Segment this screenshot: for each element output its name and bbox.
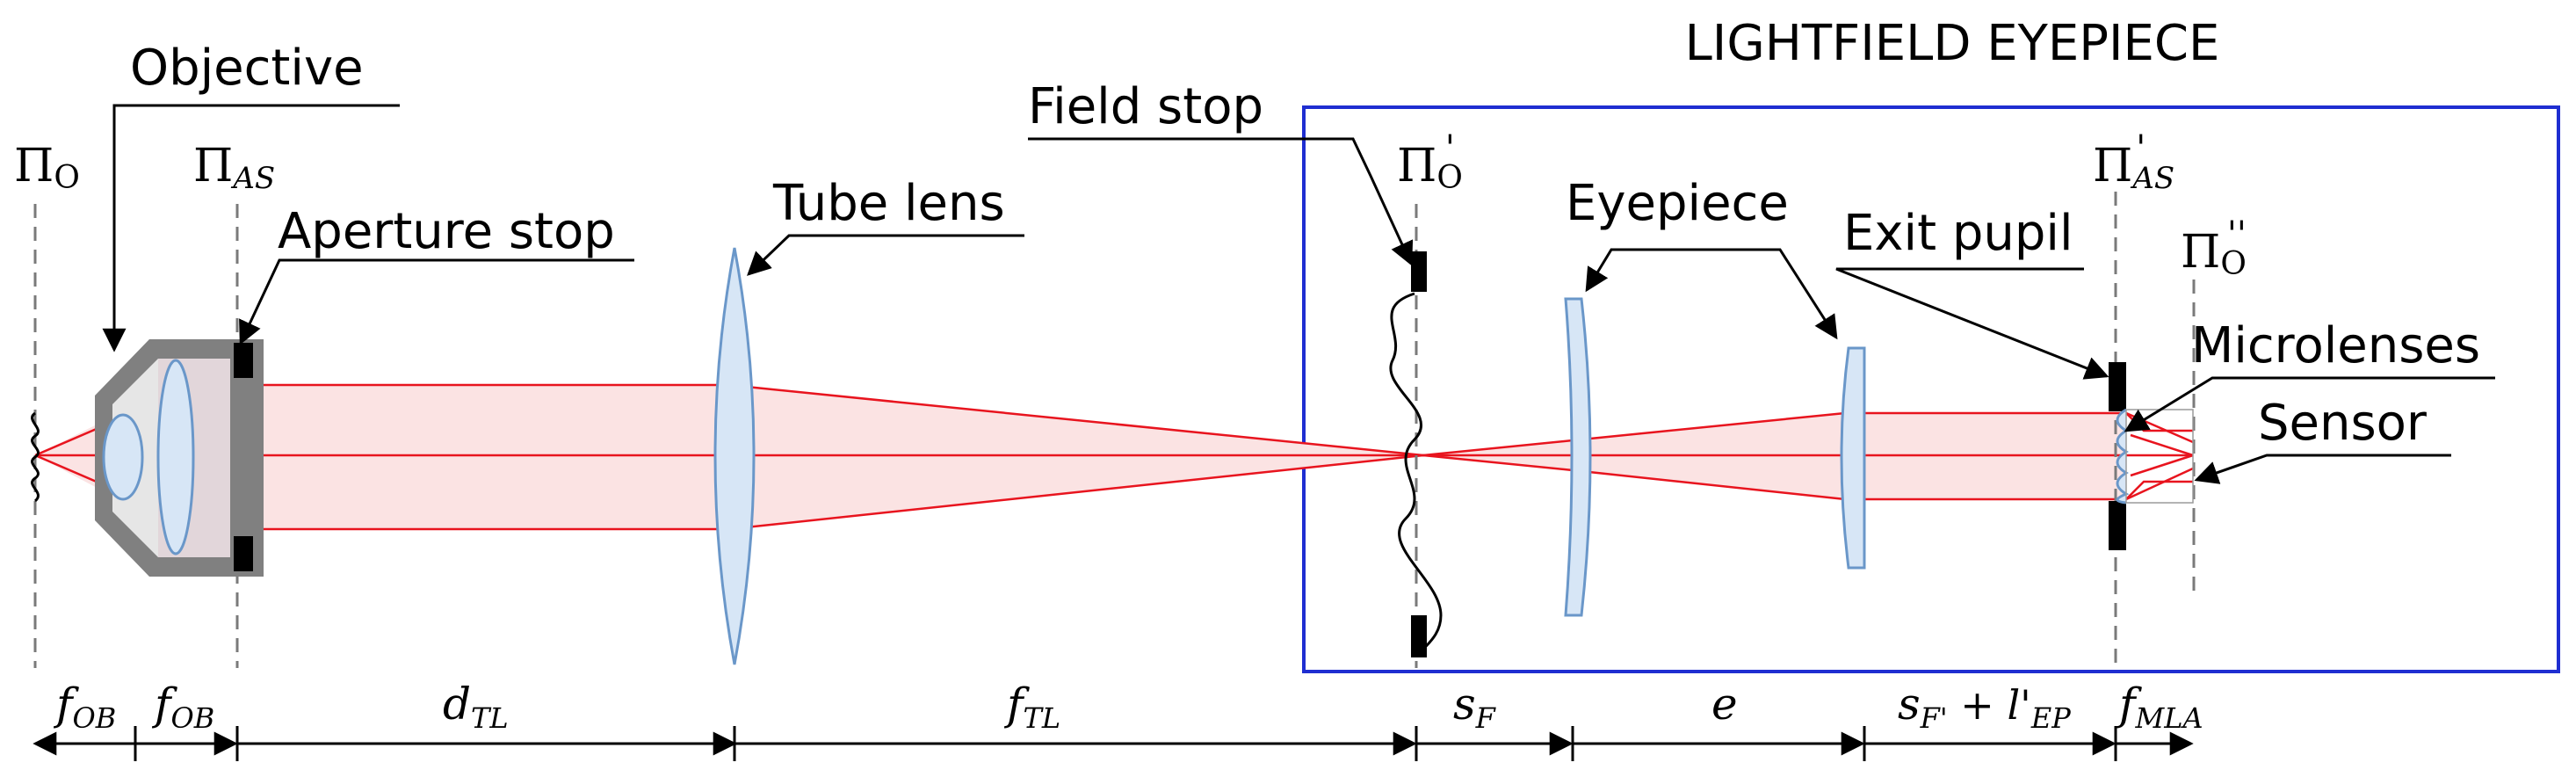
label-sensor: Sensor	[2258, 395, 2428, 452]
field-stop-bottom	[1411, 615, 1427, 657]
tube-lens	[713, 247, 756, 665]
plane-pi-o: ΠO	[14, 140, 80, 196]
plane-labels: ΠO ΠAS ΠO' ΠAS' ΠO''	[14, 128, 2247, 282]
label-field-stop: Field stop	[1028, 78, 1263, 135]
dist-f-tl: fTL	[1003, 679, 1060, 735]
object-sample	[31, 411, 40, 503]
beam-tube	[729, 385, 1423, 529]
dist-f-ob-2: fOB	[151, 679, 214, 735]
dist-s-f: sF	[1453, 679, 1497, 735]
label-microlenses: Microlenses	[2191, 317, 2480, 374]
beam-collimated	[176, 385, 729, 529]
plane-pi-o-double: ΠO''	[2181, 214, 2247, 282]
eyepiece-lens-1	[1564, 297, 1592, 617]
dist-d-tl: dTL	[443, 679, 509, 735]
dist-f-ob-1: fOB	[53, 679, 116, 735]
plane-pi-as-prime: ΠAS'	[2093, 128, 2174, 196]
dist-f-mla: fMLA	[2116, 679, 2203, 735]
dist-e: e	[1711, 679, 1738, 730]
label-tube-lens: Tube lens	[772, 175, 1005, 232]
light-beams	[35, 385, 2126, 529]
microlens-array	[2116, 408, 2130, 505]
exit-pupil-bottom	[2109, 501, 2126, 550]
field-stop-top	[1411, 251, 1427, 292]
plane-pi-as: ΠAS	[193, 140, 275, 196]
title: LIGHTFIELD EYEPIECE	[1685, 15, 2220, 72]
leader-lines	[102, 104, 2495, 484]
objective-lens-rear	[156, 359, 195, 556]
dist-s-f-prime-l-ep: sF' + l'EP	[1898, 679, 2071, 735]
aperture-stop-top	[234, 343, 253, 378]
objective-lens-front	[102, 413, 144, 501]
label-aperture-stop: Aperture stop	[278, 203, 615, 260]
plane-pi-o-prime: ΠO'	[1397, 128, 1463, 196]
lightfield-eyepiece-box	[1302, 105, 2560, 673]
distance-axis	[33, 726, 2194, 761]
label-exit-pupil: Exit pupil	[1843, 205, 2073, 262]
distance-labels: fOB fOB dTL fTL sF e sF' + l'EP fMLA	[53, 679, 2203, 735]
field-stop-wave	[1389, 292, 1443, 657]
eyepiece-lens-2	[1840, 346, 1866, 570]
aperture-stop-bottom	[234, 536, 253, 571]
label-eyepiece: Eyepiece	[1566, 175, 1789, 232]
objective-housing	[95, 339, 264, 577]
label-objective: Objective	[130, 40, 364, 97]
exit-pupil-top	[2109, 362, 2126, 411]
